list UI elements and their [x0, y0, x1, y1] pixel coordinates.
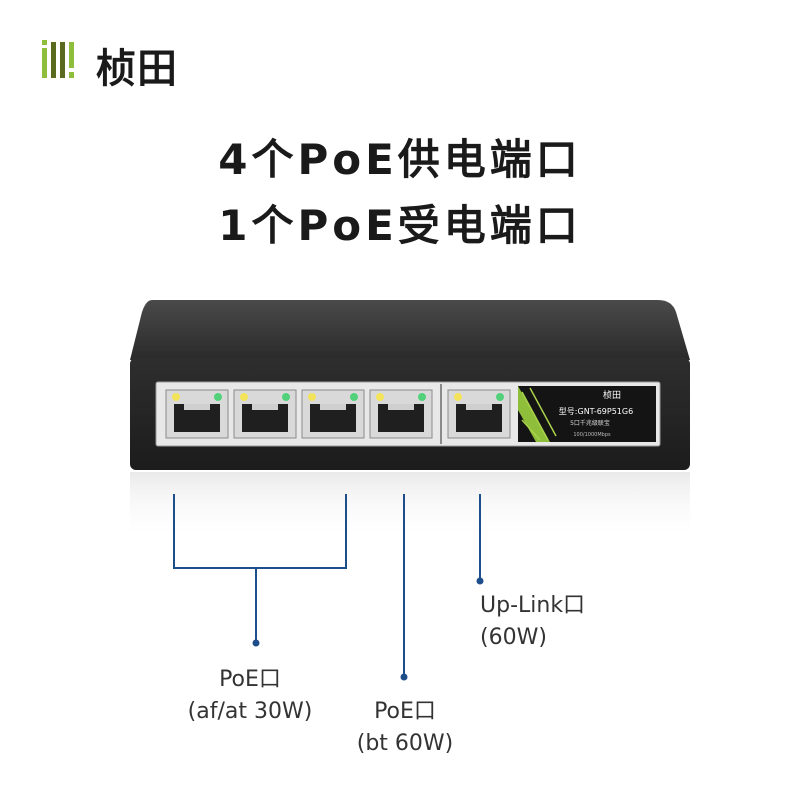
callout-label-uplink: Up-Link口 (60W): [480, 590, 610, 654]
device-reflection: [130, 472, 690, 542]
rj45-port-3: [301, 389, 365, 439]
callout-poe-af-title: PoE口: [219, 667, 281, 692]
callout-dot-poe-af: [252, 639, 260, 647]
device-description-text: 5口千兆级联宝: [570, 419, 610, 427]
headline-line-2: 1个PoE受电端口: [218, 201, 582, 250]
device-label-panel: 桢田 型号:GNT-69P51G6 5口千兆级联宝 100/1000Mbps: [518, 386, 656, 442]
brand-name: 桢田: [96, 46, 178, 92]
callout-label-poe-af: PoE口 (af/at 30W): [170, 664, 330, 728]
callout-poe-af-spec: (af/at 30W): [187, 699, 313, 724]
brand-logo: [42, 40, 74, 78]
callout-poe-bt-spec: (bt 60W): [356, 731, 454, 756]
device-panel-logo: 桢田: [603, 389, 621, 401]
device-top-surface: [130, 300, 690, 360]
device-model-text: 型号:GNT-69P51G6: [559, 407, 633, 416]
rj45-port-1: [165, 389, 229, 439]
callout-uplink-spec: (60W): [480, 625, 547, 650]
callout-line-poe-af: [173, 494, 347, 642]
callout-label-poe-bt: PoE口 (bt 60W): [340, 696, 470, 760]
callout-dot-poe-bt: [400, 673, 408, 681]
callout-poe-bt-title: PoE口: [374, 699, 436, 724]
device-speed-text: 100/1000Mbps: [573, 432, 611, 438]
callout-dot-uplink: [476, 577, 484, 585]
rj45-port-4: [369, 389, 433, 439]
callout-lines: [173, 494, 481, 676]
headline-line-1: 4个PoE供电端口: [218, 135, 582, 184]
rj45-port-2: [233, 389, 297, 439]
brand-logo-mark: [42, 40, 74, 78]
callout-uplink-title: Up-Link口: [480, 593, 586, 618]
rj45-uplink-port: [447, 389, 511, 439]
